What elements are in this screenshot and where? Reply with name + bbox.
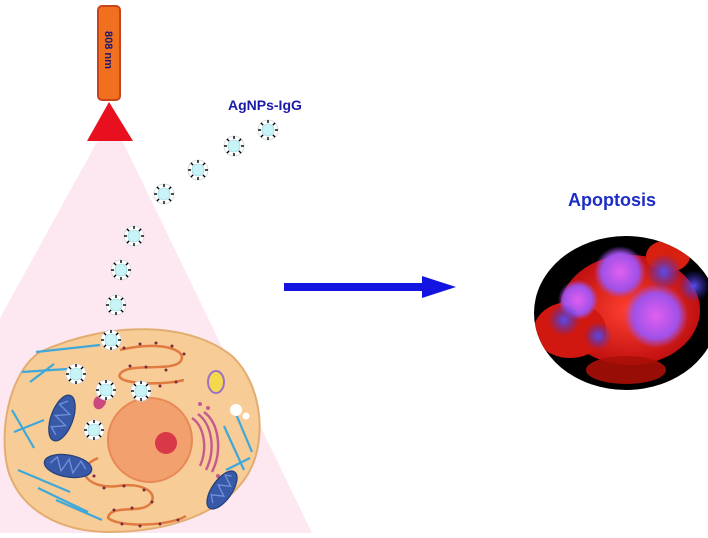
- nanoparticle-label: AgNPs-IgG: [228, 97, 302, 113]
- nanoparticle: [95, 379, 117, 401]
- nanoparticle: [223, 135, 245, 157]
- apoptosis-image: [534, 236, 708, 390]
- ribosomes: [92, 341, 186, 528]
- nucleolus: [155, 432, 177, 454]
- nanoparticle: [110, 259, 132, 281]
- laser-body: [97, 5, 121, 101]
- nanoparticle: [130, 380, 152, 402]
- apoptosis-label: Apoptosis: [568, 190, 656, 210]
- golgi-apparatus: [191, 411, 220, 473]
- nanoparticle: [105, 294, 127, 316]
- vesicle-yellow: [207, 370, 225, 394]
- cytoskeleton-filaments: [11, 343, 254, 522]
- nanoparticle: [257, 119, 279, 141]
- nanoparticle: [83, 419, 105, 441]
- nanoparticle: [153, 183, 175, 205]
- laser-emitter-cone: [87, 102, 133, 141]
- vesicle-white: [230, 404, 242, 416]
- nanoparticle: [100, 329, 122, 351]
- process-arrow: [284, 276, 456, 298]
- laser-device: [87, 5, 133, 141]
- mitochondria: [43, 394, 238, 510]
- nucleus: [107, 397, 193, 483]
- nanoparticle: [65, 363, 87, 385]
- nanoparticle: [123, 225, 145, 247]
- laser-wavelength-label: 808 nm: [102, 31, 114, 69]
- cell: [3, 328, 261, 534]
- nanoparticle: [187, 159, 209, 181]
